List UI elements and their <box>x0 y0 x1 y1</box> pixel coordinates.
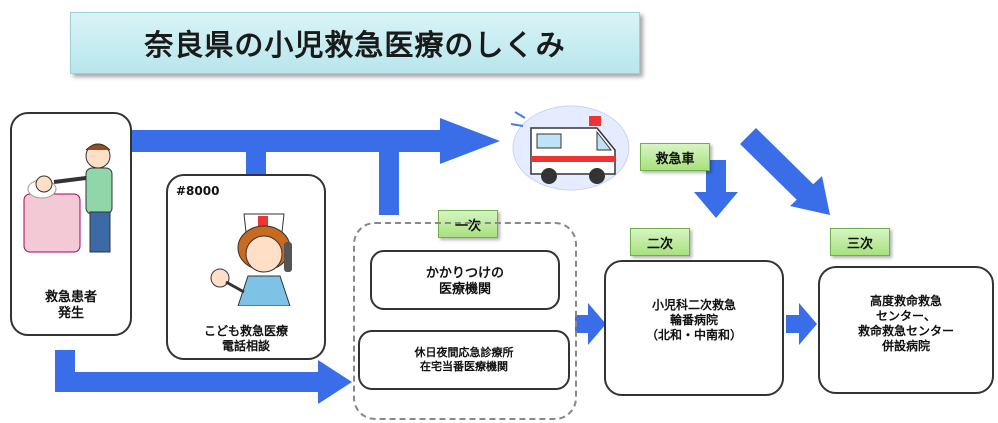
primary-box2-label: 休日夜間応急診療所 在宅当番医療機関 <box>414 346 514 373</box>
arrow-p2s-head <box>588 303 606 345</box>
arrow-branch-phone <box>246 140 266 175</box>
nurse-phone-illustration <box>210 213 292 306</box>
patient-box: 救急患者 発生 <box>10 112 132 336</box>
patient-label: 救急患者 発生 <box>44 290 97 322</box>
tier-secondary-tag: 二次 <box>630 228 690 256</box>
arrow-amb-secondary-head <box>694 192 738 218</box>
phone-consult-box: #8000 こども救急医療 電話相談 <box>166 174 326 360</box>
tier-tertiary-tag: 三次 <box>830 228 890 256</box>
page-title: 奈良県の小児救急医療のしくみ <box>70 12 640 74</box>
phone-label: こども救急医療 電話相談 <box>203 324 288 353</box>
arrow-bottom-horizontal <box>55 372 325 392</box>
patient-illustration <box>23 143 113 253</box>
arrow-branch-primary <box>379 140 399 215</box>
arrow-to-ambulance-head <box>440 118 500 164</box>
secondary-hospital-box: 小児科二次救急 輪番病院 （北和・中南和） <box>604 260 784 396</box>
arrow-p2s-body <box>575 315 591 333</box>
primary-box1-label: かかりつけの 医療機関 <box>425 266 505 298</box>
arrow-bottom-head <box>318 360 352 404</box>
ambulance-tag: 救急車 <box>640 143 710 171</box>
secondary-label: 小児科二次救急 輪番病院 （北和・中南和） <box>645 298 742 342</box>
arrow-amb-secondary-body <box>706 160 726 195</box>
ambulance-illustration <box>510 105 630 191</box>
primary-box-family-clinic: かかりつけの 医療機関 <box>370 250 560 310</box>
arrow-s2t-head <box>799 303 817 345</box>
tertiary-center-box: 高度救命救急 センター、 救命救急センター 併設病院 <box>818 266 994 394</box>
primary-box-night-clinic: 休日夜間応急診療所 在宅当番医療機関 <box>358 330 570 390</box>
primary-care-group <box>353 222 577 420</box>
arrow-s2t-body <box>786 315 802 333</box>
phone-number: #8000 <box>176 184 220 198</box>
arrow-amb-tertiary-body <box>740 128 815 202</box>
arrow-amb-tertiary-head <box>790 176 830 215</box>
arrow-top-line <box>130 130 450 152</box>
tertiary-label: 高度救命救急 センター、 救命救急センター 併設病院 <box>857 294 954 353</box>
